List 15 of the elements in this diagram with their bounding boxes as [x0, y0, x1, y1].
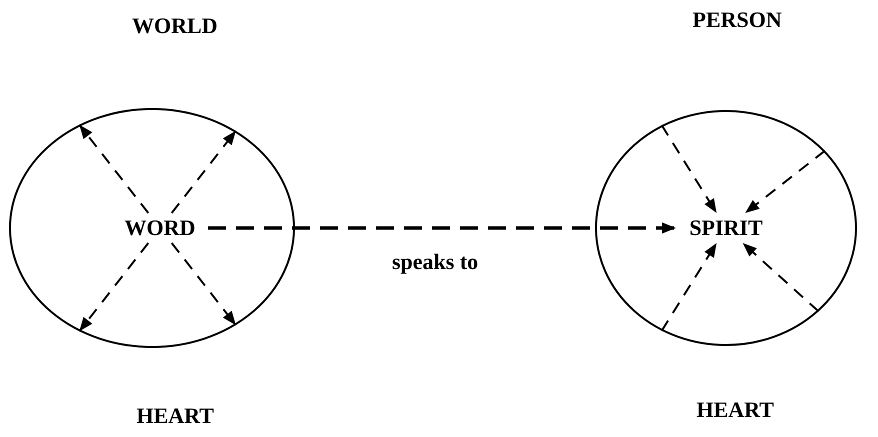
circle-caption: WORLD [132, 13, 218, 39]
circle-caption: HEART [696, 397, 774, 423]
node-label: WORD [112, 213, 208, 243]
circle-caption: HEART [136, 403, 214, 429]
dashed-arrow [660, 124, 718, 214]
dashed-arrow [170, 242, 237, 326]
dashed-arrow [742, 242, 820, 312]
dashed-arrow [660, 242, 718, 332]
dashed-arrow [170, 130, 237, 214]
dashed-arrow [78, 124, 150, 214]
dashed-arrow [78, 242, 150, 332]
dashed-arrow [744, 150, 826, 214]
dashed-arrow [208, 222, 676, 234]
circle-caption: PERSON [692, 7, 782, 33]
node-label: SPIRIT [676, 213, 776, 243]
